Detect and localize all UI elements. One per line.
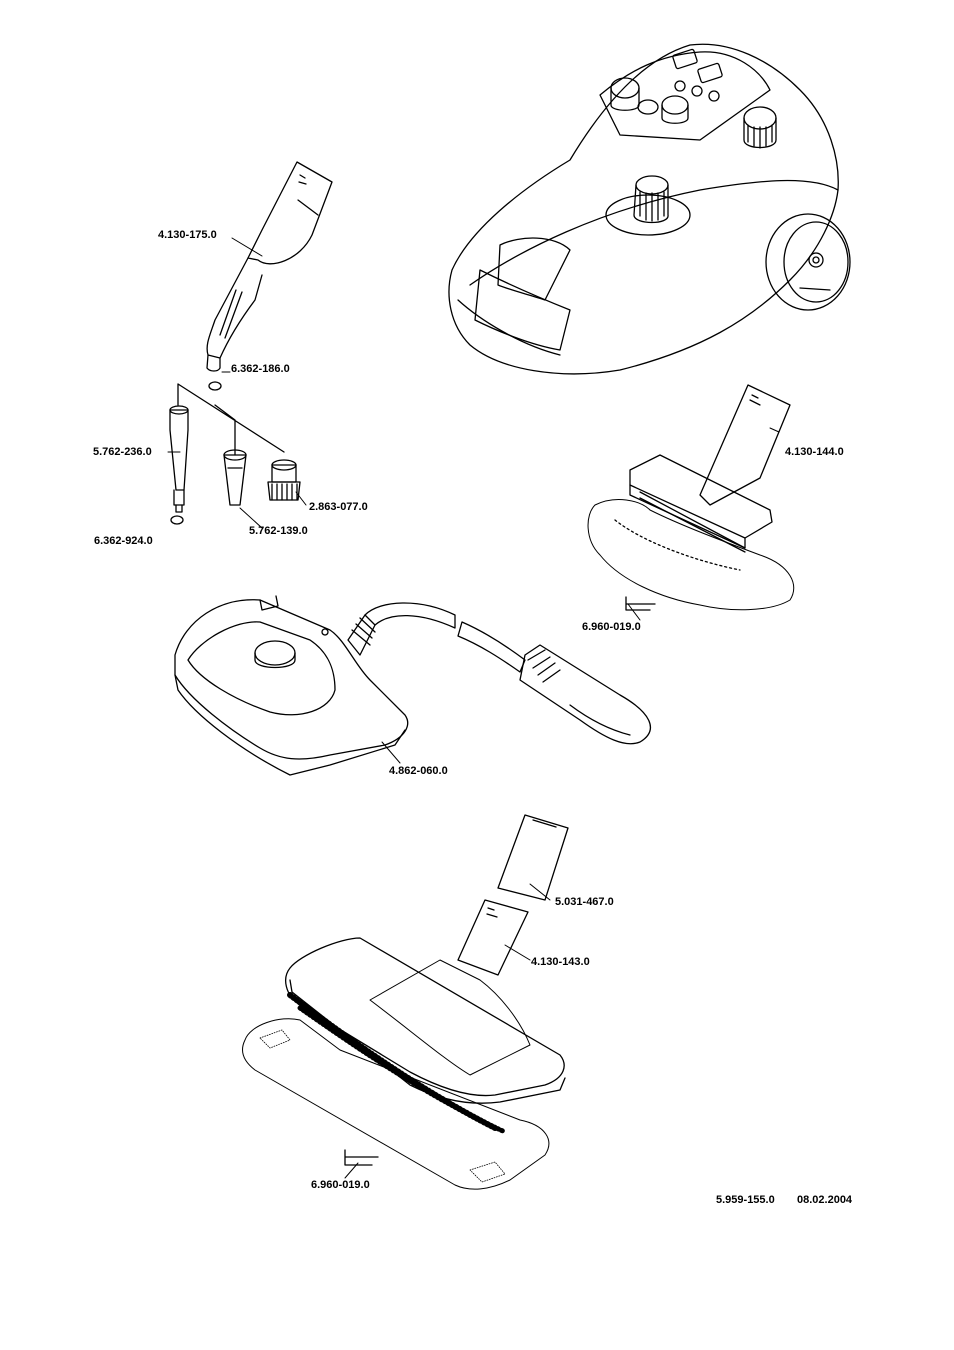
document-number: 5.959-155.0 (716, 1194, 775, 1206)
part-label-floor-nozzle-cloth: 6.960-019.0 (311, 1179, 370, 1191)
part-label-extension-nozzle: 5.762-236.0 (93, 446, 152, 458)
part-label-round-brush: 2.863-077.0 (309, 501, 368, 513)
part-label-steam-iron: 4.862-060.0 (389, 765, 448, 777)
leader-lines (167, 237, 780, 1179)
part-label-extension-tube: 5.031-467.0 (555, 896, 614, 908)
part-label-o-ring-lower: 6.362-924.0 (94, 535, 153, 547)
steam-cleaner-unit (448, 43, 851, 375)
part-label-o-ring-upper: 6.362-186.0 (231, 363, 290, 375)
part-label-hand-nozzle: 4.130-144.0 (785, 446, 844, 458)
part-label-angled-nozzle: 4.130-175.0 (158, 229, 217, 241)
floor-nozzle-drawing (242, 814, 569, 1190)
part-label-point-nozzle: 5.762-139.0 (249, 525, 308, 537)
part-label-hand-nozzle-cloth: 6.960-019.0 (582, 621, 641, 633)
document-date: 08.02.2004 (797, 1194, 853, 1206)
hand-nozzle-drawing (587, 384, 795, 611)
steam-iron-drawing (174, 595, 652, 776)
part-label-floor-nozzle-adapter: 4.130-143.0 (531, 956, 590, 968)
detail-nozzles-drawing (169, 381, 301, 525)
angled-nozzle-drawing (206, 161, 333, 372)
